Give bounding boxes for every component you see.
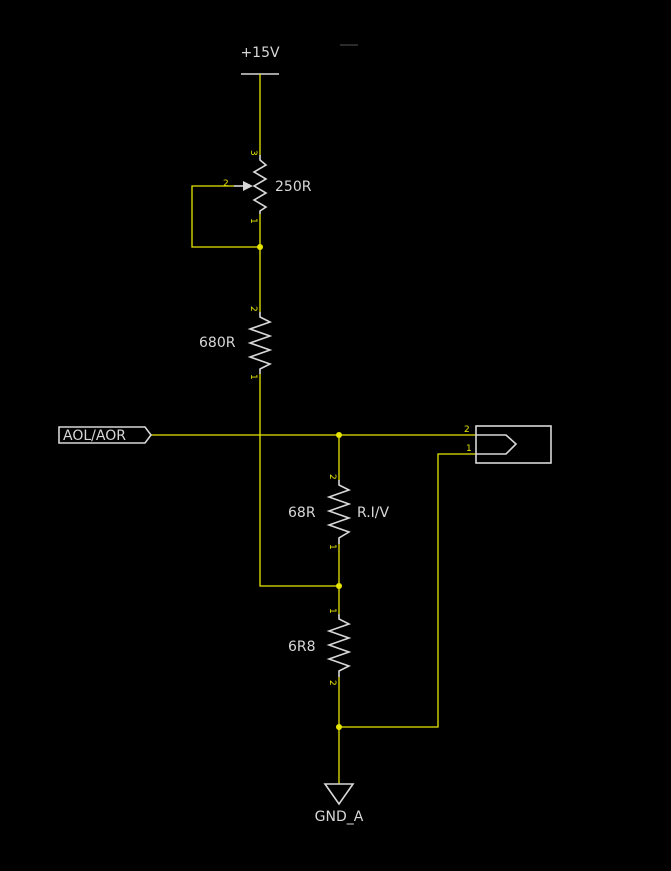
ground-symbol: GND_A xyxy=(315,783,364,825)
port-aol-aor: AOL/AOR xyxy=(58,426,152,444)
power-label: +15V xyxy=(240,45,280,61)
potentiometer-250r: 250R 2 3 1 xyxy=(223,150,312,224)
connector-contacts xyxy=(476,434,518,455)
r680-pin-bottom: 1 xyxy=(248,374,258,380)
port-label: AOL/AOR xyxy=(63,428,126,444)
junction-pot xyxy=(257,244,263,250)
wire-gnd-to-connector xyxy=(339,453,476,728)
ground-label: GND_A xyxy=(315,809,364,825)
resistor-680r: 680R 2 1 xyxy=(199,306,273,380)
r6r8-pin-top: 1 xyxy=(327,608,337,614)
pot-pin-bottom: 1 xyxy=(248,218,258,224)
junction-gnd xyxy=(336,724,342,730)
wire-680r-to-mid-node xyxy=(259,374,339,587)
r68-ref: R.I/V xyxy=(357,505,390,521)
stray-mark xyxy=(340,44,358,46)
r680-pin-top: 2 xyxy=(248,306,258,312)
junction-mid xyxy=(336,583,342,589)
r68-pin-top: 2 xyxy=(327,474,337,480)
pot-value: 250R xyxy=(275,179,312,195)
junction-port xyxy=(336,432,342,438)
r680-zigzag xyxy=(247,312,273,374)
pot-pin-wiper: 2 xyxy=(223,179,229,189)
r6r8-pin-bottom: 2 xyxy=(327,680,337,686)
connector-pin-top: 2 xyxy=(464,425,470,435)
resistor-6r8: 6R8 1 2 xyxy=(288,608,352,686)
r68-zigzag xyxy=(326,480,352,544)
port-outline xyxy=(58,426,152,444)
ground-triangle xyxy=(323,783,355,806)
wires xyxy=(150,74,476,784)
pot-pin-top: 3 xyxy=(248,150,258,156)
connector: 2 1 xyxy=(464,425,552,464)
junctions xyxy=(257,244,342,730)
connector-pin-bottom: 1 xyxy=(466,444,472,454)
r680-value: 680R xyxy=(199,335,236,351)
power-symbol: +15V xyxy=(240,45,280,75)
pot-zigzag xyxy=(252,155,268,214)
resistor-68r: 68R R.I/V 2 1 xyxy=(288,474,390,550)
r6r8-value: 6R8 xyxy=(288,639,316,655)
pot-wiper-arrow xyxy=(243,181,253,191)
wire-wiper-loop xyxy=(191,185,260,248)
connector-body xyxy=(475,425,552,464)
r6r8-zigzag xyxy=(326,614,352,677)
r68-pin-bottom: 1 xyxy=(327,544,337,550)
r68-value: 68R xyxy=(288,505,316,521)
